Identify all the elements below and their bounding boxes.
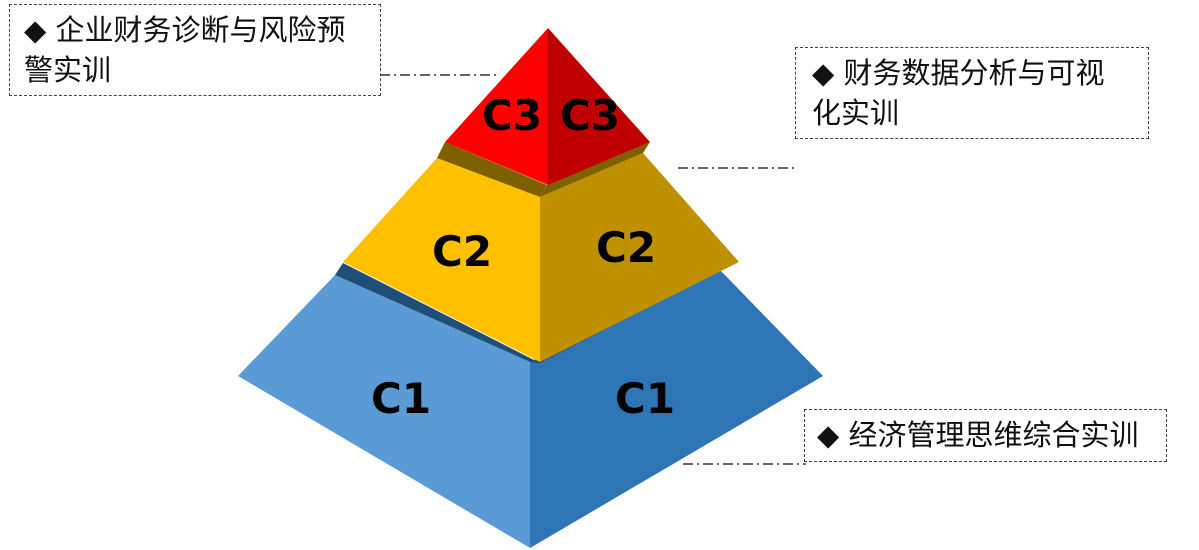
bottom-callout-box: ◆ 经济管理思维综合实训 [804,409,1167,462]
middle-tier-right-label: C2 [596,223,656,272]
middle-tier-ledge [335,263,540,363]
top-callout-box: ◆ 企业财务诊断与风险预警实训 [9,4,381,96]
middle-tier-left-label: C2 [432,227,492,276]
top-callout-text: ◆ 企业财务诊断与风险预警实训 [24,13,346,87]
bottom-tier-left-face [238,275,530,548]
bottom-tier-right-label: C1 [615,374,675,423]
bottom-tier-left-label: C1 [371,374,431,423]
top-tier-right-face [548,28,650,185]
top-tier-ledge-right [540,142,650,197]
top-tier-ledge [437,142,547,197]
middle-tier-right-face [540,153,739,362]
bottom-tier-right-face [530,270,823,548]
top-tier-right-label: C3 [560,91,620,140]
top-tier-left-label: C3 [482,91,542,140]
middle-callout-box: ◆ 财务数据分析与可视化实训 [795,47,1149,139]
bottom-callout-text: ◆ 经济管理思维综合实训 [817,418,1139,452]
middle-tier-left-face [343,158,540,362]
middle-callout-text: ◆ 财务数据分析与可视化实训 [812,56,1105,130]
top-tier-left-face [445,28,548,185]
